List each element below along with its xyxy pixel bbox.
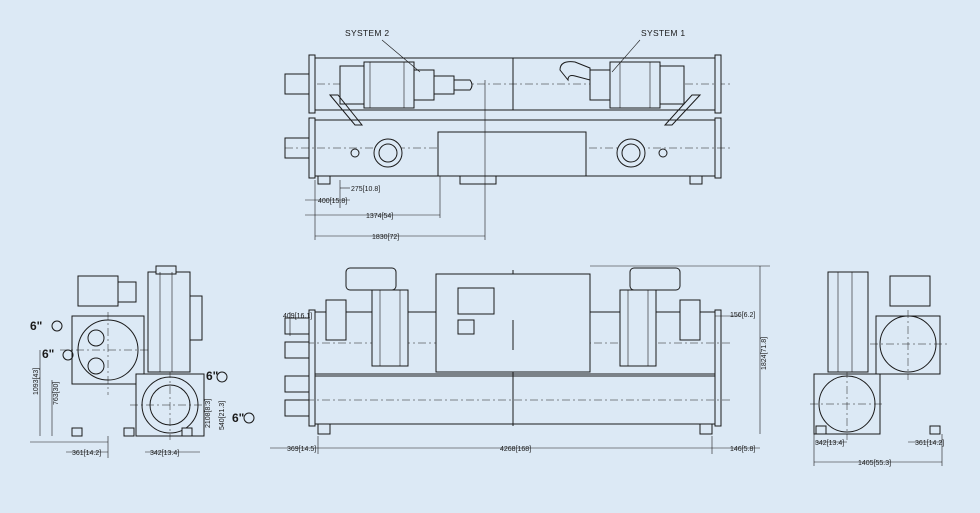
dim-front-1824: 1824[71.8] <box>761 337 768 370</box>
nozzle-upper-left <box>284 73 310 95</box>
conn-size-4: 6" <box>232 411 244 425</box>
flange-icon <box>62 349 74 361</box>
top-view: SYSTEM 2 SYSTEM 1 275[10.8] 400[15.8] 13… <box>284 28 730 241</box>
flange-icon <box>51 320 63 332</box>
dim-left-342: 342[13.4] <box>150 450 179 457</box>
dim-top-1830: 1830[72] <box>372 234 399 241</box>
flange-right-lower <box>616 138 646 168</box>
left-end-view: 6" 6" 6" 6" 1093[43] 763[30] 2108[8.3] 5… <box>30 265 255 458</box>
dim-left-540: 540[21.3] <box>219 401 226 430</box>
dim-left-763: 763[30] <box>53 382 60 405</box>
dim-front-4268: 4268[168] <box>500 446 531 453</box>
compressor-front-1 <box>619 267 701 367</box>
dim-top-400: 400[15.8] <box>318 198 347 205</box>
conn-size-1: 6" <box>30 319 42 333</box>
dim-right-342: 342[13.4] <box>815 440 844 447</box>
flange-left-lower <box>373 138 403 168</box>
label-system-1: SYSTEM 1 <box>641 28 685 38</box>
front-view: 409[16.1] 156[6.2] 1824[71.8] 369[14.5] … <box>270 265 770 454</box>
dim-left-2108: 2108[8.3] <box>205 399 212 428</box>
dim-left-1093: 1093[43] <box>33 368 40 395</box>
dim-right-361: 361[14.2] <box>915 440 944 447</box>
dim-front-409: 409[16.1] <box>283 313 312 320</box>
flange-icon <box>243 412 255 424</box>
dim-right-1405: 1405[55.3] <box>858 460 891 467</box>
compressor-front-2 <box>325 267 409 367</box>
label-system-2: SYSTEM 2 <box>345 28 389 38</box>
dim-front-156: 156[6.2] <box>730 312 755 319</box>
conn-size-2: 6" <box>42 347 54 361</box>
dim-top-1374: 1374[54] <box>366 213 393 220</box>
compressor-system-1 <box>559 61 685 109</box>
dim-front-146: 146[5.8] <box>730 446 755 453</box>
control-panel-top <box>437 131 587 177</box>
dim-top-275: 275[10.8] <box>351 186 380 193</box>
dim-front-369: 369[14.5] <box>287 446 316 453</box>
right-end-view: 342[13.4] 361[14.2] 1405[55.3] <box>810 271 950 467</box>
conn-size-3: 6" <box>206 369 218 383</box>
flange-icon <box>216 371 228 383</box>
dim-left-361: 361[14.2] <box>72 450 101 457</box>
compressor-system-2 <box>339 61 473 109</box>
